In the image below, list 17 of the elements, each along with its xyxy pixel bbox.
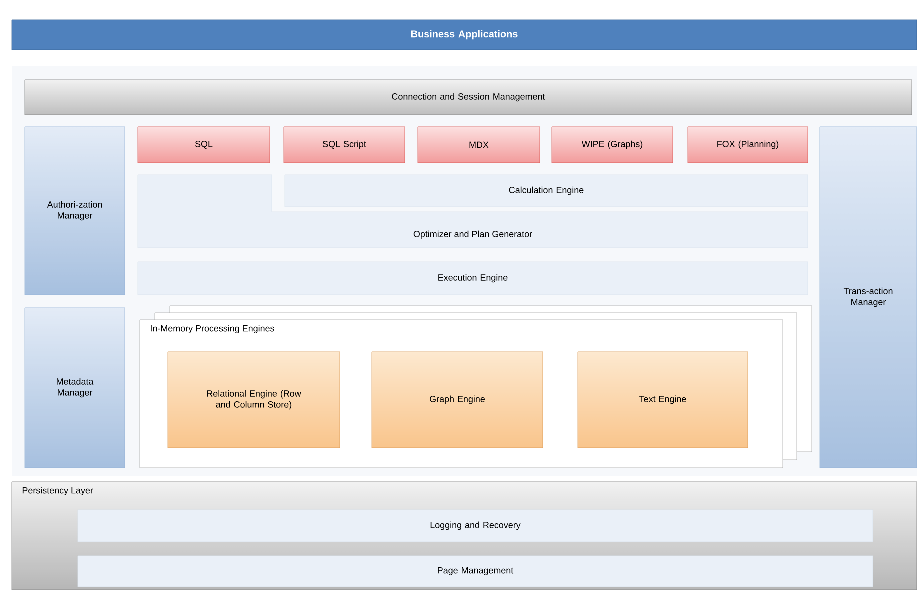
component-box: Trans-action Manager [820, 126, 918, 468]
layer-bar: Logging and Recovery [78, 510, 874, 542]
language-box: SQL [138, 126, 270, 164]
language-box: WIPE (Graphs) [552, 126, 674, 164]
engine-box: Graph Engine [372, 352, 544, 448]
component-box: Metadata Manager [24, 308, 126, 468]
layer-bar: Execution Engine [138, 262, 808, 296]
language-box: FOX (Planning) [688, 126, 808, 164]
language-box: SQL Script [284, 126, 406, 164]
layer-bar: Page Management [78, 556, 874, 588]
layer-bar: Connection and Session Management [24, 80, 912, 116]
component-box: Authori-zation Manager [24, 126, 126, 296]
engine-box: Text Engine [578, 352, 748, 448]
layer-bar: Calculation Engine [284, 174, 808, 208]
engine-box: Relational Engine (Row and Column Store) [168, 352, 340, 448]
banner-bar: Business Applications [12, 20, 918, 50]
language-box: MDX [418, 126, 540, 164]
